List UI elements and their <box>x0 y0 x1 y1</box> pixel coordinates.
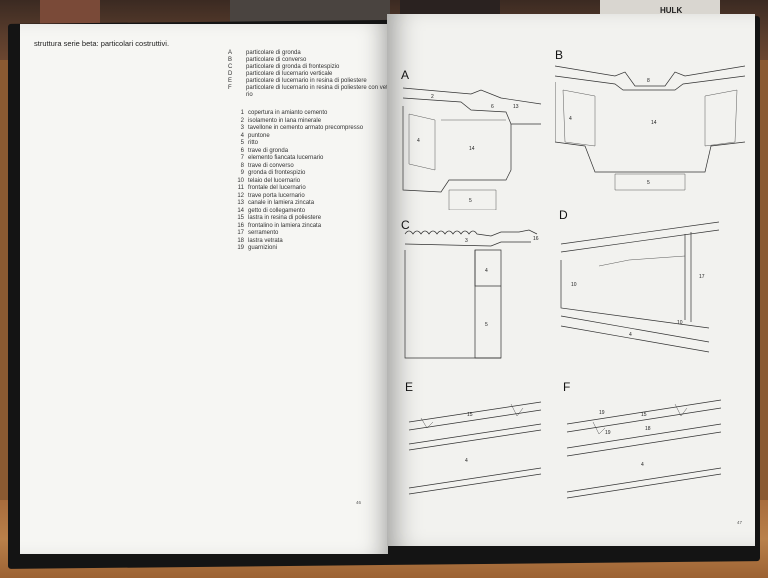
left-page: struttura serie beta: particolari costru… <box>20 24 390 554</box>
figure-number: 2 <box>431 94 434 100</box>
figure-number: 19 <box>599 410 605 416</box>
figure-number: 4 <box>417 138 420 144</box>
figure-number: 4 <box>641 462 644 468</box>
figure-number: 14 <box>651 120 657 126</box>
figure-number: 15 <box>641 412 647 418</box>
drawing-d: 10 17 4 10 <box>560 221 720 353</box>
figure-label-c: C <box>401 218 410 232</box>
drawing-e: 15 4 <box>408 401 542 495</box>
figure-number: 10 <box>677 320 683 326</box>
figure-number: 4 <box>629 332 632 338</box>
figure-number: 5 <box>469 198 472 204</box>
figure-number: 4 <box>569 116 572 122</box>
drawing-f: 19 15 18 19 4 <box>566 399 722 499</box>
page-title: struttura serie beta: particolari costru… <box>34 39 170 48</box>
figure-label-f: F <box>563 380 571 394</box>
drawing-b: 8 4 14 5 <box>555 65 745 191</box>
figure-number: 15 <box>467 412 473 418</box>
figure-number: 8 <box>647 78 650 84</box>
figure-number: 4 <box>465 458 468 464</box>
drawing-a: 2 6 13 4 14 5 <box>402 87 542 210</box>
figure-number: 3 <box>465 238 468 244</box>
spine-text: HULK <box>660 6 683 15</box>
figure-label-e: E <box>405 380 414 394</box>
figure-label-a: A <box>401 68 410 82</box>
figure-number: 5 <box>647 180 650 186</box>
figure-number: 19 <box>605 430 611 436</box>
figure-number: 14 <box>469 146 475 152</box>
figure-label-d: D <box>559 208 568 222</box>
figure-number: 16 <box>533 236 539 242</box>
figure-label-b: B <box>555 48 564 62</box>
figure-number: 18 <box>645 426 651 432</box>
figure-number: 4 <box>485 268 488 274</box>
right-page: A B C D E F 2 6 13 4 14 5 8 4 14 5 <box>387 14 755 546</box>
drawing-c: 3 4 5 16 <box>404 229 539 359</box>
page-number: 47 <box>737 520 743 525</box>
page-number: 46 <box>356 500 362 505</box>
figure-number: 17 <box>699 274 705 280</box>
figure-number: 10 <box>571 282 577 288</box>
figure-number: 5 <box>485 322 488 328</box>
figure-number: 6 <box>491 104 494 110</box>
figure-number: 13 <box>513 104 519 110</box>
legend-letter-row: rio <box>246 92 253 98</box>
